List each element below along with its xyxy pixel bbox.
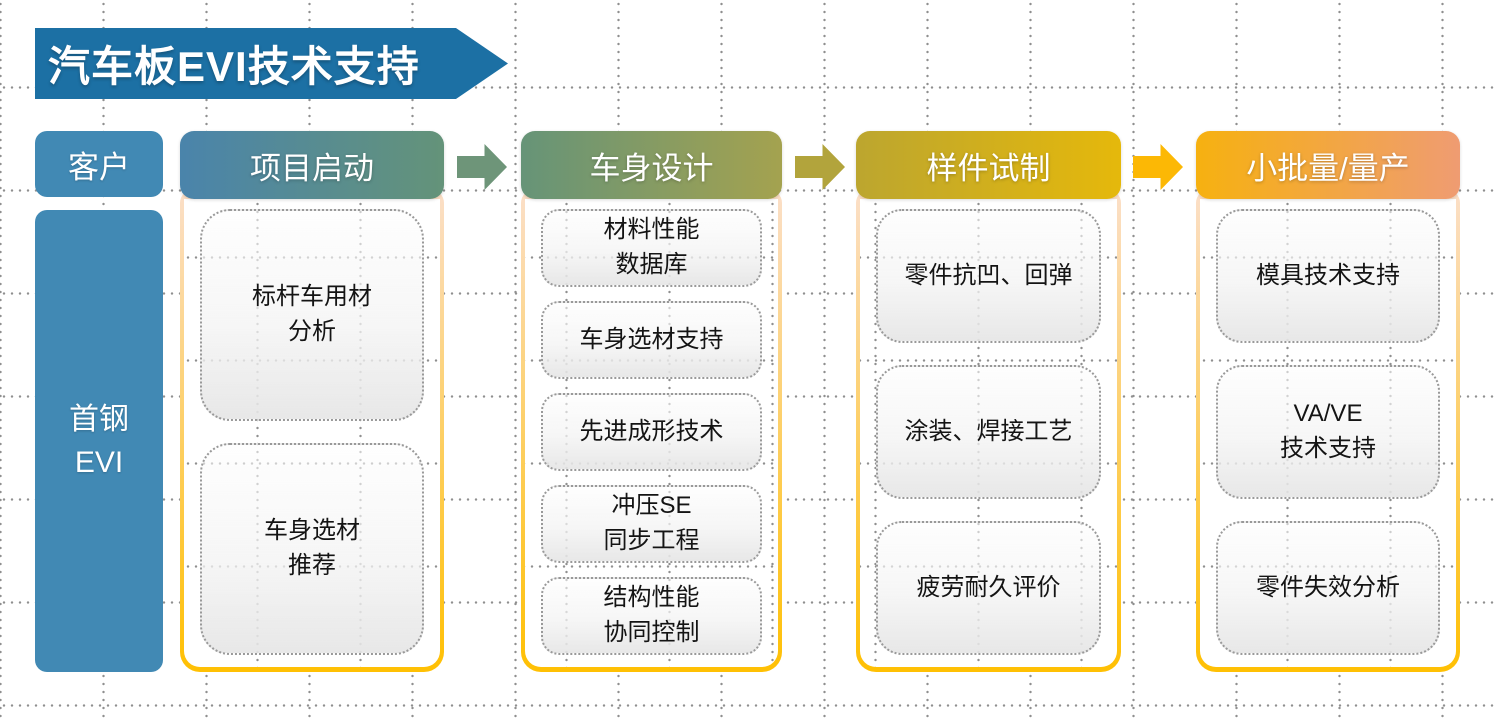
stage-items-area: 材料性能数据库车身选材支持先进成形技术冲压SE 同步工程结构性能协同控制 — [525, 199, 778, 667]
stage-item: 车身选材支持 — [541, 301, 762, 379]
customer-header-label: 客户 — [68, 149, 130, 185]
stage-item-label: 模具技术支持 — [1256, 261, 1400, 289]
stage-header-3: 样件试制 — [856, 131, 1121, 199]
stage-item: 零件抗凹、回弹 — [876, 209, 1101, 343]
stage-container-3: 零件抗凹、回弹涂装、焊接工艺疲劳耐久评价 — [856, 189, 1121, 672]
flow-arrow-icon — [795, 144, 845, 190]
flow-arrow-icon — [1133, 144, 1183, 190]
stage-item-label: 材料性能 — [603, 216, 700, 244]
stage-item-label: 推荐 — [288, 552, 336, 579]
flow-arrow-icon — [457, 144, 507, 190]
stage-item: 车身选材推荐 — [200, 443, 424, 655]
customer-header: 客户 — [35, 131, 163, 197]
stage-item: 零件失效分析 — [1216, 521, 1440, 655]
stage-item: 涂装、焊接工艺 — [876, 365, 1101, 499]
customer-body: 首钢 EVI — [35, 210, 163, 672]
stage-column-1: 项目启动标杆车用材分析车身选材推荐 — [180, 131, 444, 672]
stage-header-4: 小批量/量产 — [1196, 131, 1460, 199]
stage-item: 材料性能数据库 — [541, 209, 762, 287]
stage-item-label: 疲劳耐久评价 — [916, 573, 1061, 601]
stage-item: 标杆车用材分析 — [200, 209, 424, 421]
stage-item-label: 车身选材支持 — [579, 325, 724, 353]
stage-item-label: 车身选材 — [264, 517, 360, 545]
stage-item: 冲压SE 同步工程 — [541, 485, 762, 563]
stage-item-label: VA/VE — [1293, 400, 1363, 428]
stage-items-area: 标杆车用材分析车身选材推荐 — [184, 199, 440, 667]
stage-item-label: 标杆车用材 — [252, 283, 372, 311]
stage-item-label: 技术支持 — [1280, 435, 1376, 462]
stage-item-label: 结构性能 — [603, 584, 700, 612]
stage-item-label: 协同控制 — [603, 619, 700, 646]
stage-container-4: 模具技术支持 VA/VE 技术支持零件失效分析 — [1196, 189, 1460, 672]
stage-column-3: 样件试制零件抗凹、回弹涂装、焊接工艺疲劳耐久评价 — [856, 131, 1121, 672]
stage-header-2: 车身设计 — [521, 131, 782, 199]
stage-header-1: 项目启动 — [180, 131, 444, 199]
stage-container-2: 材料性能数据库车身选材支持先进成形技术冲压SE 同步工程结构性能协同控制 — [521, 189, 782, 672]
stage-item-label: 冲压SE — [611, 492, 692, 520]
stage-item-label: 数据库 — [615, 251, 688, 278]
customer-evi-label: EVI — [74, 446, 124, 479]
stage-item: 先进成形技术 — [541, 393, 762, 471]
title-banner: 汽车板EVI技术支持 — [35, 28, 508, 99]
stage-item-label: 同步工程 — [603, 527, 700, 554]
stage-items-area: 模具技术支持 VA/VE 技术支持零件失效分析 — [1200, 199, 1456, 667]
stage-items-area: 零件抗凹、回弹涂装、焊接工艺疲劳耐久评价 — [860, 199, 1117, 667]
stage-item: 疲劳耐久评价 — [876, 521, 1101, 655]
stage-item: 模具技术支持 — [1216, 209, 1440, 343]
stage-item: 结构性能协同控制 — [541, 577, 762, 655]
stage-item-label: 零件失效分析 — [1256, 573, 1400, 601]
stage-item-label: 分析 — [288, 318, 336, 345]
stage-container-1: 标杆车用材分析车身选材推荐 — [180, 189, 444, 672]
stage-column-2: 车身设计材料性能数据库车身选材支持先进成形技术冲压SE 同步工程结构性能协同控制 — [521, 131, 782, 672]
stage-item: VA/VE 技术支持 — [1216, 365, 1440, 499]
customer-name: 首钢 — [69, 402, 129, 436]
stage-item-label: 零件抗凹、回弹 — [904, 261, 1073, 289]
stage-column-4: 小批量/量产模具技术支持 VA/VE 技术支持零件失效分析 — [1196, 131, 1460, 672]
page-title: 汽车板EVI技术支持 — [48, 43, 420, 90]
stage-item-label: 涂装、焊接工艺 — [904, 417, 1073, 445]
stage-item-label: 先进成形技术 — [579, 417, 724, 445]
